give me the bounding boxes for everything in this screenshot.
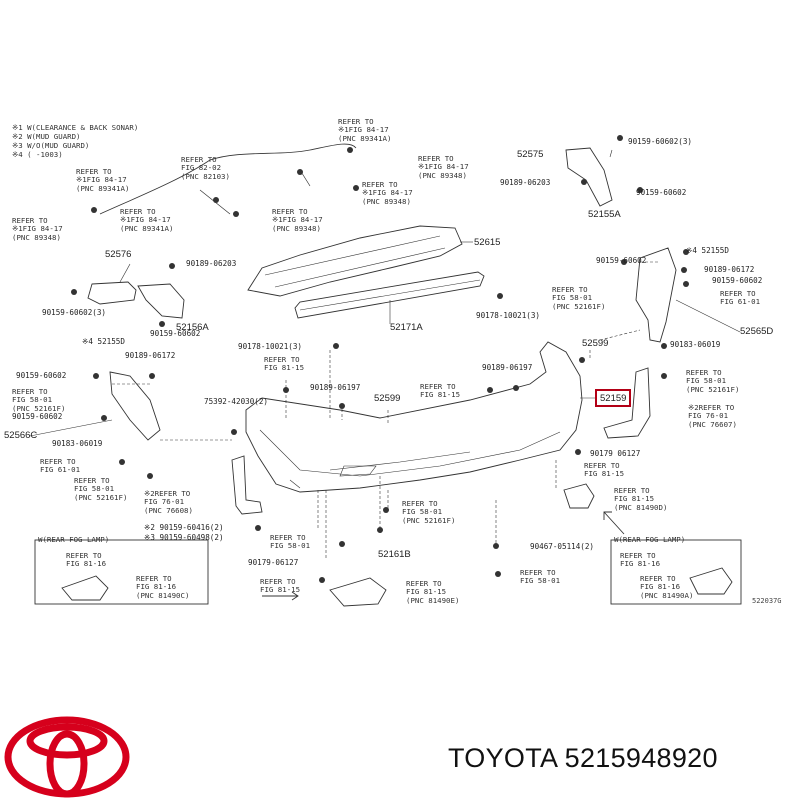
- highlight-box-52159: [595, 389, 631, 407]
- reference-label-ref-61-01-right: REFER TO FIG 61-01: [720, 289, 761, 307]
- part-number-p52171a: 52171A: [390, 322, 423, 333]
- part-number-p90189-06203-top: 90189-06203: [500, 178, 551, 187]
- part-number-p52156a: 52156A: [176, 322, 209, 333]
- reference-label-ref-89348-center: REFER TO ※1FIG 84-17 (PNC 89348): [272, 207, 323, 233]
- fog-lamp-right-center: [563, 483, 595, 509]
- reference-label-ref-81490e: REFER TO FIG 81-15 (PNC 81490E): [406, 579, 460, 605]
- reference-label-ref-58-01-a: REFER TO FIG 58-01: [270, 533, 311, 551]
- reference-label-fog-left-ref2: REFER TO FIG 81-16 (PNC 81490C): [136, 574, 190, 600]
- part-number-p90159-60602-l2: 90159-60602: [150, 329, 201, 338]
- bracket-52155a: [565, 147, 613, 207]
- part-number-p52599-c: 52599: [374, 393, 401, 404]
- part-number-p52155d-l: ※4 52155D: [82, 337, 125, 346]
- part-number-p52155a: 52155A: [588, 209, 621, 220]
- mudguard-left: [231, 455, 263, 515]
- fog-box-left: [34, 539, 209, 605]
- part-number-p90178-10021-3-r: 90178-10021(3): [476, 311, 541, 320]
- part-number-p90178-10021-3-c: 90178-10021(3): [238, 342, 303, 351]
- part-number-p90179-06127-r: 90179 06127: [590, 449, 641, 458]
- part-number-p52575: 52575: [517, 149, 544, 160]
- retainer-52566c: [109, 371, 161, 441]
- bracket-52576: [87, 281, 137, 305]
- reference-label-ref-58-01-b: REFER TO FIG 58-01: [520, 568, 561, 586]
- part-number-p75392-42030: 75392-42030(2): [204, 397, 269, 406]
- reference-label-ref-81-15-c: REFER TO FIG 81-15: [260, 577, 301, 595]
- toyota-logo: [4, 716, 130, 798]
- reference-label-ref-52161f-right2: REFER TO FIG 58-01 (PNC 52161F): [686, 368, 740, 394]
- reference-label-fog-left-ref1: REFER TO FIG 81-16: [66, 551, 107, 569]
- reference-label-ref-52161f-right: REFER TO FIG 58-01 (PNC 52161F): [552, 285, 606, 311]
- reference-label-fog-left-title: W(REAR FOG LAMP): [38, 535, 110, 544]
- part-number-p90159-60602-l4: 90159-60602: [12, 412, 63, 421]
- reference-label-ref-76607: ※2REFER TO FIG 76-01 (PNC 76607): [688, 403, 737, 429]
- diagram-code: 522037G: [752, 597, 782, 605]
- reinforcement-52615: [247, 225, 463, 297]
- reference-label-ref-81-15-b: REFER TO FIG 81-15: [420, 382, 461, 400]
- part-number-p90159-60498: ※3 90159-60498(2): [144, 533, 224, 542]
- part-number-p90159-60602-r: 90159-60602: [636, 188, 687, 197]
- legend-item: ※2 W(MUD GUARD): [12, 132, 81, 141]
- reference-label-ref-61-01-left: REFER TO FIG 61-01: [40, 457, 81, 475]
- fog-box-right: [610, 539, 742, 605]
- retainer-52565d: [635, 247, 677, 343]
- part-number-p90159-60602-l3: 90159-60602: [16, 371, 67, 380]
- arrow-up-left: [603, 511, 625, 535]
- fog-lamp-center: [329, 577, 387, 607]
- reference-label-ref-81-15-d: REFER TO FIG 81-15: [584, 461, 625, 479]
- reference-label-ref-89341a-left: REFER TO ※1FIG 84-17 (PNC 89341A): [76, 167, 130, 193]
- part-number-p90159-60602-r2: 90159-60602: [596, 256, 647, 265]
- legend-item: ※4 ( -1003): [12, 150, 63, 159]
- part-number-p52615: 52615: [474, 237, 501, 248]
- part-number-p52155d-r: ※4 52155D: [686, 246, 729, 255]
- reference-label-fog-right-title: W(REAR FOG LAMP): [614, 535, 686, 544]
- legend-item: ※3 W/O(MUD GUARD): [12, 141, 90, 150]
- part-number-p52161b: 52161B: [378, 549, 411, 560]
- part-number-p90183-06019-r: 90183-06019: [670, 340, 721, 349]
- wiring-harness: [99, 143, 357, 215]
- reference-label-ref-52161f-left2: REFER TO FIG 58-01 (PNC 52161F): [74, 476, 128, 502]
- bumper-cover: [245, 341, 583, 493]
- reference-label-ref-82103: REFER TO FIG 82-02 (PNC 82103): [181, 155, 230, 181]
- part-number-p52565d: 52565D: [740, 326, 774, 337]
- reference-label-fog-right-ref1: REFER TO FIG 81-16: [620, 551, 661, 569]
- part-number-p52566c: 52566C: [4, 430, 38, 441]
- reference-label-ref-52161f-left: REFER TO FIG 58-01 (PNC 52161F): [12, 387, 66, 413]
- part-number-p90189-06172-l: 90189-06172: [125, 351, 176, 360]
- part-number-p90159-60602-r3: 90159-60602: [712, 276, 763, 285]
- arrow-right: [262, 591, 299, 601]
- part-number-p90179-06127-l: 90179-06127: [248, 558, 299, 567]
- part-number-p90189-06203-l: 90189-06203: [186, 259, 237, 268]
- part-number-p90467-05114: 90467-05114(2): [530, 542, 595, 551]
- part-number-p90159-60416: ※2 90159-60416(2): [144, 523, 224, 532]
- part-number-p90159-60602-3-l: 90159-60602(3): [42, 308, 107, 317]
- reference-label-fog-right-ref2: REFER TO FIG 81-16 (PNC 81490A): [640, 574, 694, 600]
- beam-52171a: [294, 271, 485, 319]
- part-number-p90159-60602-3-top: 90159-60602(3): [628, 137, 693, 146]
- reference-label-ref-52161f-center: REFER TO FIG 58-01 (PNC 52161F): [402, 499, 456, 525]
- reference-label-ref-89348-left: REFER TO ※1FIG 84-17 (PNC 89348): [12, 216, 63, 242]
- legend: ※1 W(CLEARANCE & BACK SONAR) ※2 W(MUD GU…: [12, 123, 138, 159]
- reference-label-ref-81-15-a: REFER TO FIG 81-15: [264, 355, 305, 373]
- reference-label-ref-89348-top: REFER TO ※1FIG 84-17 (PNC 89348): [418, 154, 469, 180]
- part-number-p52159: 52159: [600, 393, 627, 404]
- part-number-p90183-06019-l: 90183-06019: [52, 439, 103, 448]
- part-number-p90189-06197-c: 90189-06197: [310, 383, 361, 392]
- brand-title: TOYOTA 5215948920: [448, 743, 718, 773]
- reference-label-ref-89341a-top: REFER TO ※1FIG 84-17 (PNC 89341A): [338, 117, 392, 143]
- reference-label-ref-89348-mid: REFER TO ※1FIG 84-17 (PNC 89348): [362, 180, 413, 206]
- part-number-p52599-r: 52599: [582, 338, 609, 349]
- part-number-p90189-06172-r: 90189-06172: [704, 265, 755, 274]
- legend-item: ※1 W(CLEARANCE & BACK SONAR): [12, 123, 139, 132]
- part-number-p52576: 52576: [105, 249, 132, 260]
- reference-label-ref-81490d: REFER TO FIG 81-15 (PNC 81490D): [614, 486, 668, 512]
- bracket-52156a: [137, 283, 185, 319]
- reference-label-ref-89341a-mid: REFER TO ※1FIG 84-17 (PNC 89341A): [120, 207, 174, 233]
- mudguard-right: [603, 367, 651, 439]
- reference-label-ref-76608: ※2REFER TO FIG 76-01 (PNC 76608): [144, 489, 193, 515]
- part-number-p90189-06197-r: 90189-06197: [482, 363, 533, 372]
